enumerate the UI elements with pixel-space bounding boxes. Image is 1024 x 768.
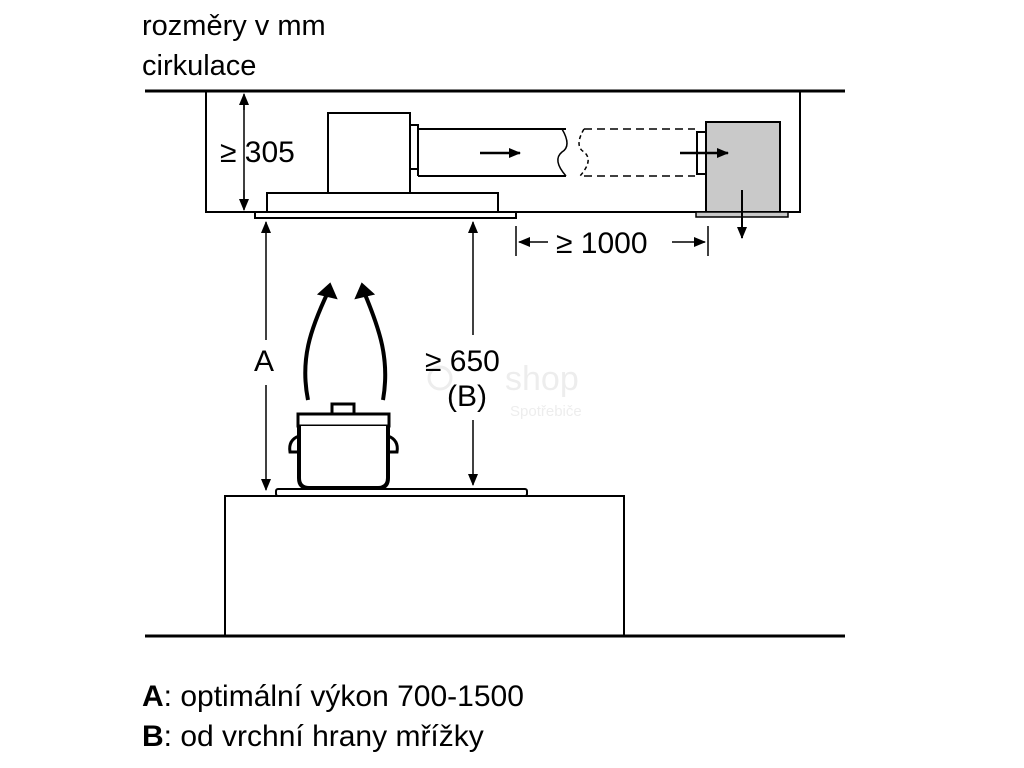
watermark-word: shop <box>505 360 579 398</box>
legend-text-a: : optimální výkon 700-1500 <box>163 680 524 713</box>
duct-break-dashed <box>578 128 589 177</box>
legend-item-a: A: optimální výkon 700-1500 <box>142 680 524 714</box>
duct-dashed <box>584 128 695 177</box>
steam-arrowhead-left <box>316 282 338 300</box>
height-dim-label: ≥ 305 <box>220 136 295 169</box>
distance-dim-label: ≥ 1000 <box>556 227 648 260</box>
cooktop <box>275 488 528 497</box>
legend-key-a: A <box>142 680 164 713</box>
kitchen-counter <box>224 495 625 637</box>
duct-pipe <box>417 128 566 177</box>
hood-housing <box>327 112 411 194</box>
watermark-sub: Spotřebiče <box>510 403 582 420</box>
duct-connector <box>409 124 419 170</box>
steam-arrowhead-right <box>354 282 376 300</box>
watermark: shop Spotřebiče <box>427 360 582 420</box>
legend-text-b: : od vrchní hrany mřížky <box>163 720 484 753</box>
units-caption: rozměry v mm <box>142 10 326 42</box>
cooking-pot-icon <box>288 402 399 490</box>
hood-base <box>266 192 499 213</box>
duct-break <box>557 128 568 177</box>
legend-item-b: B: od vrchní hrany mřížky <box>142 720 484 754</box>
steam-arrow-right <box>362 291 388 401</box>
mode-caption: cirkulace <box>142 50 257 82</box>
b-dim-label: ≥ 650 <box>425 345 500 378</box>
a-dim-label: A <box>254 345 274 378</box>
b-dim-ref: (B) <box>447 380 487 413</box>
hood-grille <box>254 211 517 219</box>
steam-arrow-left <box>303 291 330 401</box>
legend-key-b: B <box>142 720 164 753</box>
